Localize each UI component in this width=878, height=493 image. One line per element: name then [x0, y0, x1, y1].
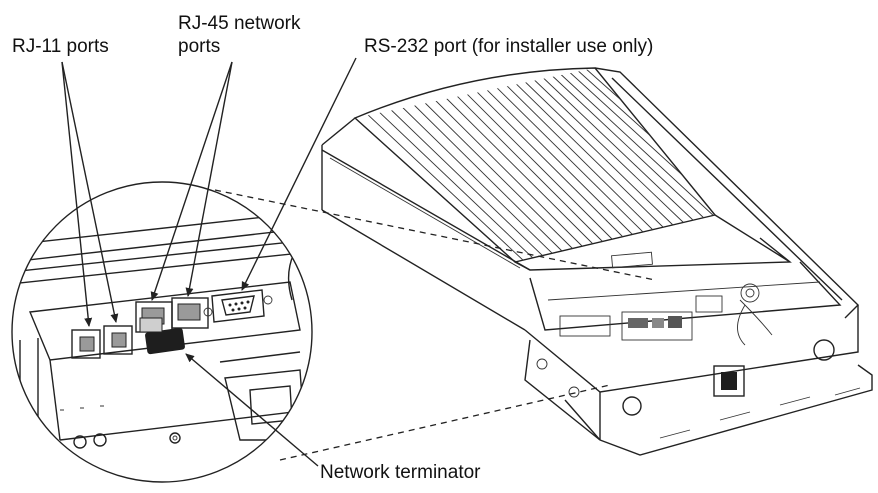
- arrow-rj11-a: [61, 61, 93, 327]
- label-plate: [611, 251, 653, 269]
- rj11-port-1: [71, 329, 101, 359]
- mounting-flange: [599, 364, 873, 456]
- label-network-terminator: Network terminator: [320, 462, 481, 483]
- front-knockout-2: [813, 339, 835, 361]
- device-enclosure: [321, 67, 873, 456]
- leader-arrows: [61, 57, 357, 467]
- housing-top-cover: [514, 214, 792, 271]
- zoom-circle-border: [11, 181, 313, 483]
- label-rj45-line1: RJ-45 network: [178, 13, 301, 34]
- label-rj11-ports: RJ-11 ports: [12, 36, 109, 57]
- housing-right-rail-inner: [611, 77, 843, 301]
- arrow-rj11-b: [61, 61, 119, 323]
- arrow-rj45-a: [150, 61, 233, 301]
- front-switch: [713, 365, 745, 397]
- heatsink-outline: [353, 67, 717, 263]
- housing-left-rail: [321, 117, 356, 210]
- rj11-port-2: [103, 325, 133, 355]
- network-terminator-plug: [139, 317, 185, 355]
- rs232-port: [203, 289, 273, 323]
- label-rs232-port: RS-232 port (for installer use only): [364, 36, 654, 57]
- arrow-rs232: [241, 57, 357, 291]
- zoom-detail: [11, 181, 313, 483]
- circuit-board: [559, 283, 773, 346]
- board-plate: [28, 281, 301, 361]
- housing-right-rail: [594, 67, 859, 319]
- compartment-outline: [529, 261, 842, 331]
- rj45-port-2: [171, 297, 209, 329]
- housing-left-wall: [321, 149, 531, 331]
- arrow-rj45-b: [185, 61, 233, 297]
- arrow-terminator: [185, 353, 319, 467]
- heatsink-fins: [364, 68, 715, 262]
- front-knockout-1: [622, 396, 642, 416]
- projection-lines: [214, 189, 656, 461]
- label-rj45-line2: ports: [178, 36, 221, 57]
